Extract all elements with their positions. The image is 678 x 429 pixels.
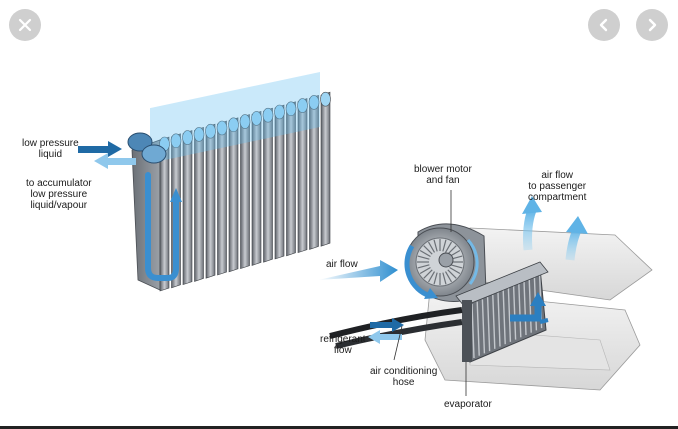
fan-blade	[449, 266, 461, 275]
previous-button[interactable]	[588, 9, 620, 41]
air-flow-up-arrows	[522, 196, 588, 261]
small-evaporator-fin	[512, 285, 517, 340]
label-line: air conditioning	[370, 366, 438, 377]
label-line: air flow	[326, 259, 358, 270]
tube-end	[193, 127, 205, 142]
close-button[interactable]	[9, 9, 41, 41]
small-evaporator-core	[455, 261, 549, 363]
label-line: hose	[392, 377, 415, 388]
label-line: flow	[333, 345, 352, 356]
label-line: blower motor	[414, 164, 472, 175]
label-evaporator: evaporator	[444, 399, 492, 410]
tube-end	[251, 111, 262, 126]
label-low-pressure-liquid: low pressure liquid	[22, 138, 79, 160]
fan-blade	[423, 245, 433, 255]
fan-blade	[442, 239, 447, 252]
tube-end	[205, 123, 216, 139]
tube-end	[320, 91, 331, 107]
label-line: evaporator	[444, 399, 492, 410]
fan-blade	[447, 269, 457, 279]
tube-end	[297, 98, 308, 113]
small-evaporator-fin	[502, 290, 506, 345]
small-evaporator-fin	[471, 303, 475, 359]
chevron-left-icon	[599, 18, 608, 32]
refrigerant-flow-arrows	[368, 318, 404, 344]
small-evaporator-fin	[507, 287, 512, 342]
small-evaporator-fin	[497, 292, 501, 347]
label-line: compartment	[528, 192, 587, 203]
air-through-evaporator-arrow	[510, 292, 549, 324]
small-evaporator-fin	[486, 297, 491, 352]
fan-blade	[419, 266, 431, 275]
label-line: low pressure	[30, 189, 88, 200]
next-button[interactable]	[636, 9, 668, 41]
label-line: and fan	[426, 175, 460, 186]
accumulator-outlet-arrow	[94, 153, 136, 169]
air-conditioning-hose	[329, 307, 463, 349]
fan-blade	[444, 241, 453, 253]
tube-end	[285, 101, 297, 117]
label-air-conditioning-hose: air conditioning hose	[370, 366, 437, 388]
tube-end	[239, 114, 251, 129]
label-line: liquid	[38, 149, 63, 160]
label-line: to accumulator	[26, 178, 92, 189]
fan-blade	[447, 245, 457, 255]
small-evaporator-fin	[492, 294, 496, 349]
fan-blade	[444, 271, 453, 283]
small-evaporator-fin	[518, 283, 522, 338]
fan-blade	[442, 272, 447, 285]
label-air-flow: air flow	[326, 259, 358, 270]
close-icon	[18, 18, 32, 32]
large-evaporator-core	[127, 71, 331, 292]
small-evaporator-fin	[481, 299, 486, 354]
air-flow-in-arrow	[318, 260, 398, 282]
small-evaporator-fin	[523, 280, 527, 336]
tube-end	[308, 95, 320, 110]
evaporator-fin	[320, 91, 331, 247]
tube-end	[274, 104, 285, 120]
label-air-flow-passenger: air flow to passenger compartment	[528, 170, 586, 203]
label-line: liquid/vapour	[30, 200, 88, 211]
label-line: refrigerant	[320, 334, 366, 345]
small-evaporator-fin	[476, 301, 480, 356]
fan-blade	[450, 264, 463, 269]
fan-blade	[427, 271, 436, 283]
label-line: air flow	[541, 170, 574, 181]
tube-end	[170, 133, 182, 149]
fan-blade	[433, 272, 438, 285]
label-line: low pressure	[22, 138, 79, 149]
fan-blade	[423, 269, 433, 279]
label-line: to passenger	[528, 181, 587, 192]
tube-end	[228, 117, 239, 133]
tube-end	[182, 130, 193, 145]
tube-end	[262, 107, 274, 123]
fan-blade	[417, 255, 430, 260]
label-refrigerant-flow: refrigerant flow	[320, 334, 366, 356]
chevron-right-icon	[648, 18, 657, 32]
fan-blade	[427, 241, 436, 253]
label-to-accumulator: to accumulator low pressure liquid/vapou…	[26, 178, 92, 211]
fan-blade	[433, 239, 438, 252]
label-blower-motor: blower motor and fan	[414, 164, 472, 186]
blower-motor-fan	[404, 223, 487, 302]
fan-blade	[417, 264, 430, 269]
tube-end	[216, 120, 228, 136]
low-pressure-inlet-arrow	[78, 141, 122, 157]
bottom-divider	[0, 426, 678, 429]
fan-blade	[419, 249, 431, 258]
leader-lines	[393, 190, 467, 396]
